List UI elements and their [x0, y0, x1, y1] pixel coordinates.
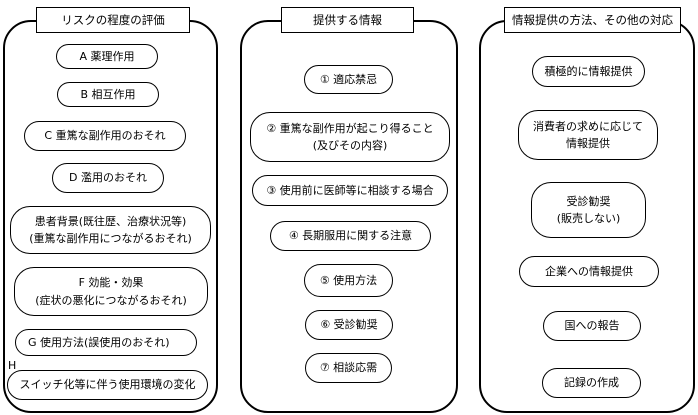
risk-f: F 効能・効果(症状の悪化につながるおそれ) — [14, 267, 208, 316]
risk-h-label: H — [8, 359, 17, 372]
info-5: ⑤ 使用方法 — [304, 264, 393, 297]
method-header: 情報提供の方法、その他の対応 — [504, 7, 681, 33]
method-5: 国への報告 — [543, 311, 641, 341]
info-2: ② 重篤な副作用が起こり得ること(及びその内容) — [250, 112, 450, 162]
info-1: ① 適応禁忌 — [304, 65, 393, 94]
risk-b: B 相互作用 — [57, 82, 159, 107]
method-2: 消費者の求めに応じて情報提供 — [518, 110, 658, 160]
risk-a: A 薬理作用 — [56, 44, 158, 69]
risk-header: リスクの程度の評価 — [36, 7, 190, 33]
info-header: 提供する情報 — [281, 7, 414, 33]
info-4: ④ 長期服用に関する注意 — [270, 221, 431, 251]
info-3: ③ 使用前に医師等に相談する場合 — [252, 175, 448, 206]
method-1: 積極的に情報提供 — [532, 56, 645, 87]
method-4: 企業への情報提供 — [519, 256, 659, 287]
risk-h: スイッチ化等に伴う使用環境の変化 — [7, 370, 208, 400]
risk-e: 患者背景(既往歴、治療状況等)(重篤な副作用につながるおそれ) — [10, 206, 211, 254]
risk-d: D 濫用のおそれ — [52, 163, 164, 193]
info-7: ⑦ 相談応需 — [305, 353, 392, 383]
method-6: 記録の作成 — [542, 368, 641, 398]
info-6: ⑥ 受診勧奨 — [305, 310, 393, 340]
risk-g: G 使用方法(誤使用のおそれ) — [15, 329, 197, 356]
method-3: 受診勧奨(販売しない) — [531, 182, 646, 238]
risk-c: C 重篤な副作用のおそれ — [24, 121, 186, 151]
